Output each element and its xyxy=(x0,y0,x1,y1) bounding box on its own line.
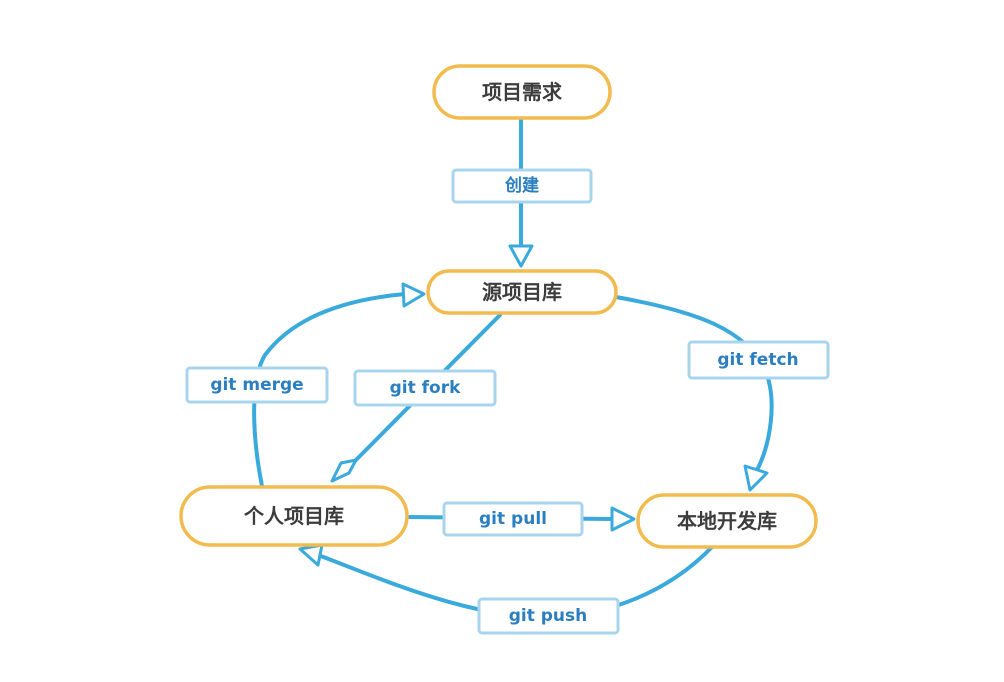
label-git-pull: git pull xyxy=(442,501,584,537)
node-local-repo-label: 本地开发库 xyxy=(677,509,777,533)
node-local-repo: 本地开发库 xyxy=(636,493,818,549)
label-create-text: 创建 xyxy=(504,175,539,196)
node-source-repo-label: 源项目库 xyxy=(482,280,562,304)
label-git-fork: git fork xyxy=(353,369,497,407)
arrowhead-git-push xyxy=(298,543,324,567)
label-create: 创建 xyxy=(451,168,593,204)
node-requirement: 项目需求 xyxy=(432,64,612,120)
edge-git-fetch xyxy=(614,295,774,492)
node-requirement-label: 项目需求 xyxy=(482,80,563,104)
label-git-fetch: git fetch xyxy=(687,340,830,380)
arrowhead-git-fork xyxy=(330,458,358,483)
arrowhead-create xyxy=(508,244,534,268)
label-git-pull-text: git pull xyxy=(479,509,547,529)
arrowhead-git-fetch xyxy=(743,464,769,492)
label-git-fork-text: git fork xyxy=(390,378,462,398)
label-git-fetch-text: git fetch xyxy=(717,350,798,370)
label-git-push-text: git push xyxy=(509,606,588,626)
label-git-merge-text: git merge xyxy=(210,375,303,395)
node-source-repo: 源项目库 xyxy=(426,269,618,315)
node-personal-repo-label: 个人项目库 xyxy=(243,504,344,528)
label-git-push: git push xyxy=(477,597,620,635)
arrowhead-git-pull xyxy=(610,506,636,532)
edge-git-merge xyxy=(252,282,426,488)
node-personal-repo: 个人项目库 xyxy=(179,485,409,547)
label-git-merge: git merge xyxy=(185,366,329,404)
arrowhead-git-merge xyxy=(401,282,426,308)
